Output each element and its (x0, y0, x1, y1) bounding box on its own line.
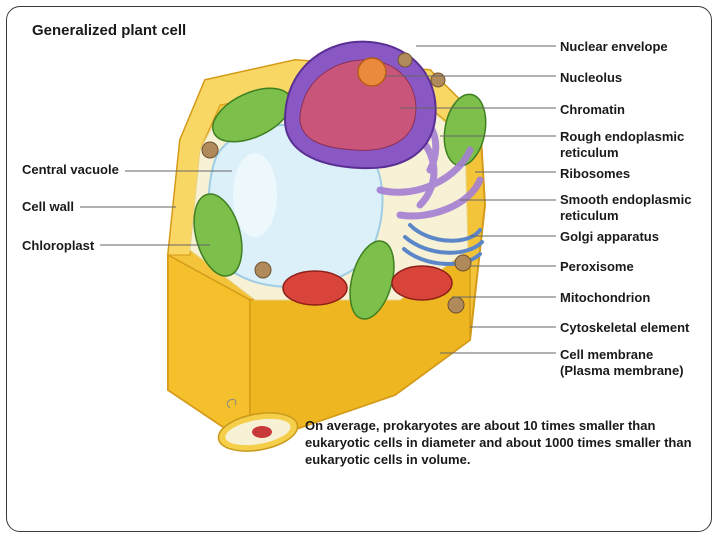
label-mitochondrion: Mitochondrion (560, 290, 650, 305)
label-rough-er-line2: reticulum (560, 145, 619, 160)
label-ribosomes: Ribosomes (560, 166, 630, 181)
label-cytoskeletal: Cytoskeletal element (560, 320, 689, 335)
label-central-vacuole: Central vacuole (22, 162, 119, 177)
label-peroxisome: Peroxisome (560, 259, 634, 274)
label-cell-membrane-line1: Cell membrane (560, 347, 653, 362)
label-nuclear-envelope: Nuclear envelope (560, 39, 668, 54)
vacuole-highlight (233, 153, 277, 237)
label-smooth-er-line2: reticulum (560, 208, 619, 223)
label-rough-er-line1: Rough endoplasmic (560, 129, 684, 144)
size-comparison-note: On average, prokaryotes are about 10 tim… (305, 417, 705, 468)
label-golgi: Golgi apparatus (560, 229, 659, 244)
label-smooth-er-line1: Smooth endoplasmic (560, 192, 691, 207)
label-chromatin: Chromatin (560, 102, 625, 117)
label-nucleolus: Nucleolus (560, 70, 622, 85)
label-cell-wall: Cell wall (22, 199, 74, 214)
nucleolus-shape (358, 58, 386, 86)
label-chloroplast: Chloroplast (22, 238, 94, 253)
diagram-title: Generalized plant cell (32, 22, 186, 39)
label-cell-membrane-line2: (Plasma membrane) (560, 363, 684, 378)
